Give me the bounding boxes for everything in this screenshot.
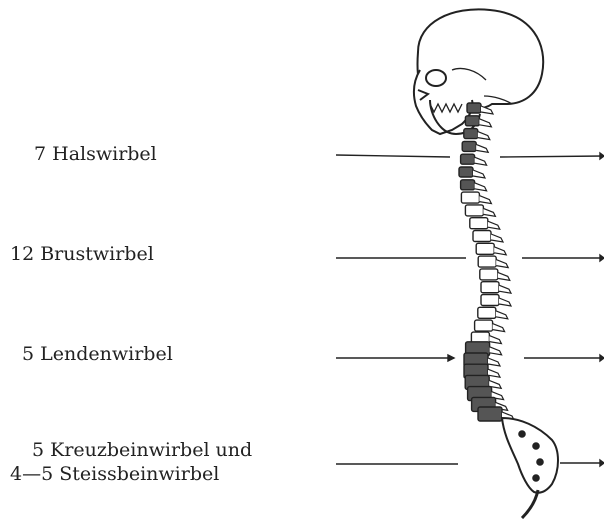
divider-line-cervical-right — [500, 156, 604, 157]
arrowhead-thoracic — [600, 255, 604, 261]
vertebra-spinous-process — [489, 336, 501, 344]
vertebra-body — [470, 218, 488, 229]
sacral-foramen-3 — [537, 459, 543, 465]
vertebra-spinous-process — [483, 208, 495, 216]
vertebra-body — [467, 103, 481, 113]
vertebra-body — [475, 320, 493, 331]
vertebra-body — [461, 192, 479, 203]
arrowhead-sacral — [600, 460, 604, 466]
vertebra-spinous-process — [499, 298, 511, 306]
vertebra-spinous-process — [493, 324, 505, 332]
arrowhead-cervical — [600, 153, 604, 159]
sacrum-coccyx — [502, 418, 558, 518]
vertebra-body — [478, 256, 496, 267]
vertebra-spinous-process — [488, 369, 500, 377]
vertebra-body — [481, 282, 499, 293]
vertebra-body — [464, 129, 478, 139]
vertebra-body — [461, 180, 475, 190]
arrowhead-lumbar-left — [448, 355, 454, 361]
vertebra-body — [459, 167, 473, 177]
vertebra-spinous-process — [496, 260, 508, 268]
vertebra-body — [465, 116, 479, 126]
vertebral-column — [459, 103, 514, 421]
vertebra-spinous-process — [494, 247, 506, 255]
vertebra-body — [478, 407, 502, 421]
sacral-foramen-4 — [533, 475, 539, 481]
coccyx — [522, 490, 538, 518]
vertebra-body — [481, 295, 499, 306]
vertebra-spinous-process — [490, 347, 502, 355]
vertebra-spinous-process — [491, 234, 503, 242]
arrowhead-lumbar — [600, 355, 604, 361]
vertebra-spinous-process — [488, 358, 500, 366]
vertebra-body — [461, 154, 475, 164]
sacral-foramen-2 — [533, 443, 539, 449]
vertebra-spinous-process — [475, 157, 487, 165]
vertebra-spinous-process — [476, 144, 488, 152]
vertebra-body — [478, 307, 496, 318]
vertebra-spinous-process — [498, 272, 510, 280]
vertebra-spinous-process — [479, 196, 491, 204]
vertebra-body — [465, 205, 483, 216]
vertebra-spinous-process — [478, 132, 490, 140]
vertebra-spinous-process — [479, 119, 491, 127]
sacral-foramen-1 — [519, 431, 525, 437]
vertebra-spinous-process — [488, 221, 500, 229]
vertebra-body — [476, 243, 494, 254]
vertebra-spinous-process — [473, 170, 485, 178]
sacrum — [502, 418, 558, 493]
vertebra-body — [480, 269, 498, 280]
vertebra-spinous-process — [499, 285, 511, 293]
vertebra-body — [462, 141, 476, 151]
vertebra-spinous-process — [496, 311, 508, 319]
divider-line-cervical-left — [336, 155, 450, 157]
vertebra-spinous-process — [475, 183, 487, 191]
vertebra-body — [473, 231, 491, 242]
skull-eye-socket — [426, 70, 446, 86]
